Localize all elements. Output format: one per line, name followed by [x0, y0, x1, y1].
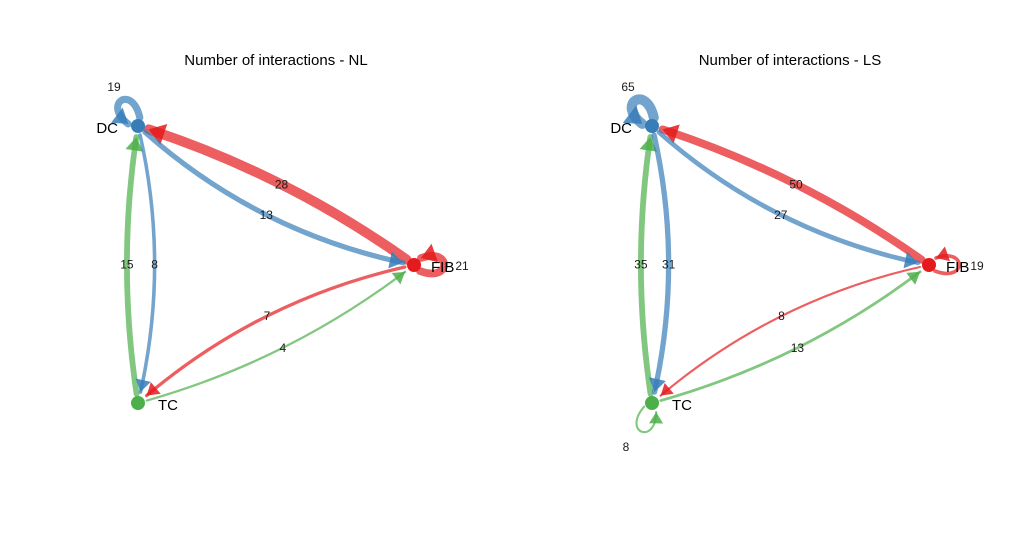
- node-circle: [131, 396, 145, 410]
- edge-layer: 65 50 27 19 35 31 13 8 8: [621, 80, 984, 454]
- edge-weight-label: 50: [789, 177, 803, 191]
- edge-weight-label: 21: [455, 259, 469, 273]
- edge-tc-to-dc: 35: [634, 134, 658, 397]
- edge-arrowhead: [906, 271, 921, 285]
- edge-dc-to-tc: 8: [135, 133, 158, 394]
- edge-weight-label: 35: [634, 258, 648, 272]
- node-label: DC: [96, 120, 118, 137]
- edge-tc-to-fib: 4: [145, 270, 407, 402]
- edge-weight-label: 13: [791, 341, 805, 355]
- edge-line: [638, 134, 654, 397]
- edge-arrowhead: [622, 105, 643, 124]
- edge-arrowhead: [421, 243, 439, 263]
- edge-dc-to-tc: 31: [648, 132, 676, 395]
- node-label: TC: [672, 397, 692, 414]
- edge-arrowhead: [648, 377, 666, 392]
- edge-weight-label: 31: [662, 258, 676, 272]
- edge-fib-to-dc: 28: [143, 124, 412, 265]
- node-circle: [645, 119, 659, 133]
- panel-title: Number of interactions - LS: [699, 52, 882, 69]
- edge-fib-to-fib: 19: [933, 246, 984, 276]
- edge-line: [142, 129, 406, 266]
- edge-line: [659, 270, 922, 402]
- edge-fib-to-tc: 7: [144, 265, 407, 398]
- edge-line: [144, 265, 407, 398]
- edge-weight-label: 65: [621, 80, 635, 94]
- edge-dc-to-dc: 19: [107, 80, 144, 128]
- edge-fib-to-dc: 50: [658, 124, 926, 264]
- node-circle: [922, 258, 936, 272]
- edge-weight-label: 28: [275, 177, 289, 191]
- panel-nl: Number of interactions - NL 19 28 13 21 15 8 4…: [96, 52, 469, 414]
- edge-arrowhead: [660, 382, 674, 396]
- edge-dc-to-fib: 27: [656, 129, 921, 269]
- edge-arrowhead: [391, 271, 406, 285]
- edge-arrowhead: [649, 412, 664, 424]
- edge-arrowhead: [146, 382, 161, 396]
- edge-tc-to-tc: 8: [623, 405, 664, 454]
- edge-arrowhead: [125, 137, 144, 152]
- edge-line: [659, 265, 921, 397]
- edge-arrowhead: [936, 246, 951, 262]
- edge-arrowhead: [148, 124, 168, 145]
- node-circle: [131, 119, 145, 133]
- edge-dc-to-fib: 13: [142, 129, 406, 269]
- edge-arrowhead: [135, 378, 151, 392]
- edge-arrowhead: [111, 107, 129, 124]
- edge-arrowhead: [388, 251, 403, 269]
- node-tc: TC: [131, 396, 178, 414]
- node-dc: DC: [610, 119, 659, 137]
- edge-weight-label: 13: [260, 208, 274, 222]
- node-layer: DC FIB TC: [96, 119, 454, 414]
- edge-fib-to-tc: 8: [659, 265, 921, 397]
- node-label: DC: [610, 120, 632, 137]
- node-tc: TC: [645, 396, 692, 414]
- node-fib: FIB: [407, 258, 454, 276]
- node-circle: [407, 258, 421, 272]
- panel-ls: Number of interactions - LS 65 50 27 19 35 31…: [610, 52, 984, 454]
- edge-line: [651, 132, 672, 395]
- edge-fib-to-fib: 21: [416, 243, 469, 278]
- node-layer: DC FIB TC: [610, 119, 969, 414]
- node-dc: DC: [96, 119, 145, 137]
- edge-line: [124, 134, 140, 397]
- edge-dc-to-dc: 65: [621, 80, 659, 129]
- edge-arrowhead: [903, 251, 918, 269]
- edge-weight-label: 7: [264, 309, 271, 323]
- edge-tc-to-dc: 15: [120, 134, 144, 397]
- edge-layer: 19 28 13 21 15 8 4 7: [107, 80, 469, 402]
- edge-line: [658, 125, 926, 264]
- panel-title: Number of interactions - NL: [184, 52, 367, 69]
- edge-weight-label: 4: [280, 341, 287, 355]
- node-circle: [645, 396, 659, 410]
- node-label: FIB: [946, 259, 969, 276]
- edge-weight-label: 15: [120, 258, 134, 272]
- node-label: TC: [158, 397, 178, 414]
- edge-line: [138, 133, 157, 394]
- edge-weight-label: 27: [774, 208, 788, 222]
- node-fib: FIB: [922, 258, 969, 276]
- edge-tc-to-fib: 13: [659, 270, 922, 402]
- edge-weight-label: 8: [623, 440, 630, 454]
- edge-line: [145, 270, 407, 402]
- edge-line: [656, 129, 921, 266]
- edge-weight-label: 19: [107, 80, 121, 94]
- edge-weight-label: 19: [970, 259, 984, 273]
- edge-weight-label: 8: [151, 258, 158, 272]
- edge-weight-label: 8: [778, 309, 785, 323]
- node-label: FIB: [431, 259, 454, 276]
- edge-arrowhead: [662, 124, 680, 144]
- edge-arrowhead: [639, 137, 658, 152]
- edge-line: [143, 124, 412, 265]
